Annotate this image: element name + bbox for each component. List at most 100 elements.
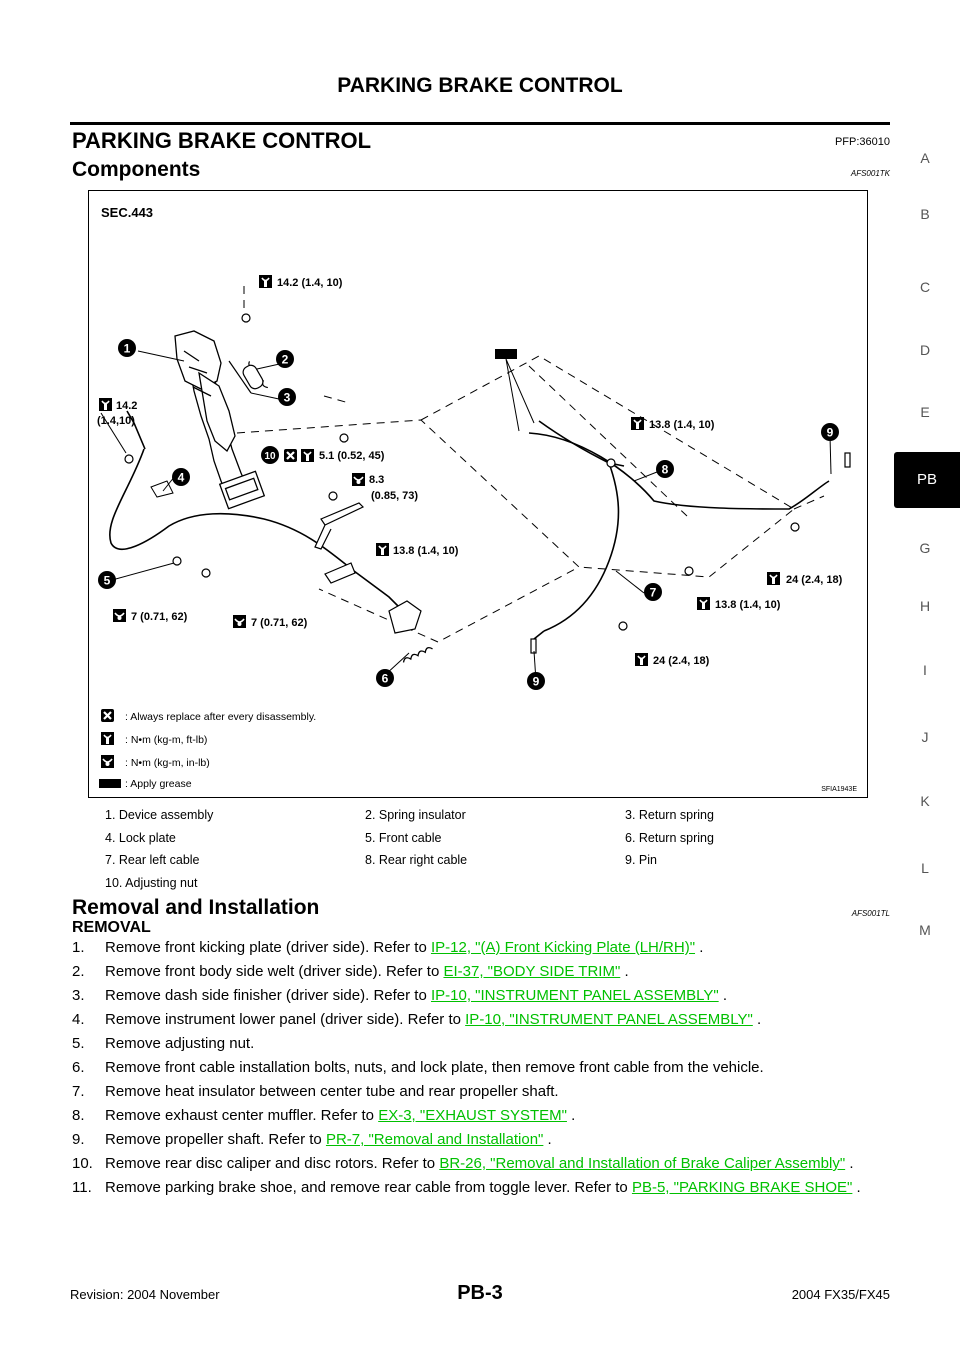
- table-cell: [608, 872, 868, 895]
- rear-cables-drawing: [528, 420, 830, 640]
- step-6: 6.Remove front cable installation bolts,…: [72, 1059, 764, 1076]
- callout-9b: 9: [533, 675, 540, 689]
- step-11: 11.Remove parking brake shoe, and remove…: [72, 1179, 861, 1196]
- table-row: 10. Adjusting nut: [88, 872, 868, 895]
- tab-k[interactable]: K: [920, 793, 930, 809]
- return-spring-6: [402, 646, 433, 663]
- dashed-outline: [236, 286, 825, 643]
- parking-brake-diagram: SEC.443: [97, 205, 857, 793]
- table-cell: [348, 872, 608, 895]
- torque-t8: 13.8 (1.4, 10): [715, 599, 781, 611]
- reference-link[interactable]: EI-37, "BODY SIDE TRIM": [443, 963, 621, 980]
- step-2: 2.Remove front body side welt (driver si…: [72, 963, 629, 980]
- reference-link[interactable]: IP-10, "INSTRUMENT PANEL ASSEMBLY": [430, 987, 719, 1004]
- torque-t1: 14.2 (1.4, 10): [277, 277, 343, 289]
- torque-t11: 7 (0.71, 62): [251, 617, 308, 629]
- removal-subtitle: REMOVAL: [72, 919, 151, 936]
- equalizer-drawing: [324, 562, 422, 634]
- reference-link[interactable]: EX-3, "EXHAUST SYSTEM": [378, 1107, 567, 1124]
- callout-1: 1: [124, 342, 131, 356]
- components-title: Components: [72, 158, 201, 181]
- table-cell: 1. Device assembly: [105, 808, 214, 823]
- table-row: 1. Device assembly 2. Spring insulator 3…: [88, 804, 868, 827]
- tab-b[interactable]: B: [920, 206, 930, 222]
- parts-table: 1. Device assembly 2. Spring insulator 3…: [88, 804, 868, 894]
- torque-t4b: (0.85, 73): [371, 490, 418, 502]
- legend-item-4: : Apply grease: [125, 778, 192, 790]
- bracket-drawing: [314, 502, 365, 550]
- torque-labels: 14.2 (1.4, 10) 14.2 (1.4,10) 5.1 (0.52, …: [97, 274, 843, 667]
- leader-lines: [100, 350, 832, 682]
- table-cell: 7. Rear left cable: [105, 853, 200, 868]
- sec-label: SEC.443: [101, 205, 153, 220]
- table-cell: 9. Pin: [625, 853, 657, 868]
- footer-page-number: PB-3: [457, 1282, 503, 1304]
- torque-t2a: 14.2: [116, 400, 137, 412]
- pfp-code: PFP:36010: [834, 136, 890, 148]
- callout-6: 6: [382, 672, 389, 686]
- tab-a[interactable]: A: [920, 150, 930, 166]
- torque-t9: 24 (2.4, 18): [653, 655, 710, 667]
- tab-g[interactable]: G: [919, 540, 931, 556]
- step-3: 3.Remove dash side finisher (driver side…: [72, 987, 727, 1004]
- torque-t7: 24 (2.4, 18): [786, 574, 843, 586]
- step-10: 10.Remove rear disc caliper and disc rot…: [72, 1155, 854, 1172]
- reference-link[interactable]: IP-10, "INSTRUMENT PANEL ASSEMBLY": [465, 1011, 753, 1028]
- callouts: 1 2 3 4 5 6 7 8 9 9 10: [98, 339, 839, 690]
- removal-steps: 1.Remove front kicking plate (driver sid…: [72, 938, 890, 1202]
- reference-link[interactable]: IP-12, "(A) Front Kicking Plate (LH/RH)": [430, 939, 696, 956]
- front-cable-drawing: [109, 410, 402, 610]
- legend-item-2: : N•m (kg-m, ft-lb): [125, 734, 207, 746]
- tab-pb[interactable]: PB: [894, 452, 960, 508]
- removal-installation-code: AFS001TL: [851, 909, 890, 918]
- table-cell: 4. Lock plate: [105, 830, 176, 845]
- step-7: 7.Remove heat insulator between center t…: [72, 1083, 559, 1100]
- footer-model: 2004 FX35/FX45: [791, 1287, 890, 1302]
- table-row: 7. Rear left cable 8. Rear right cable 9…: [88, 849, 868, 872]
- callout-7: 7: [650, 586, 657, 600]
- torque-t4a: 8.3: [369, 474, 384, 486]
- torque-t2b: (1.4,10): [97, 415, 135, 427]
- components-figure: SEC.443: [88, 190, 868, 798]
- callout-8: 8: [662, 463, 669, 477]
- table-cell: 2. Spring insulator: [365, 808, 466, 823]
- tab-i[interactable]: I: [923, 662, 927, 678]
- device-assembly-drawing: [174, 330, 266, 510]
- table-cell: 6. Return spring: [625, 830, 714, 845]
- section-title: PARKING BRAKE CONTROL: [72, 128, 372, 153]
- components-code: AFS001TK: [850, 169, 890, 178]
- tab-m[interactable]: M: [919, 922, 931, 938]
- reference-link[interactable]: BR-26, "Removal and Installation of Brak…: [439, 1155, 846, 1172]
- tab-c[interactable]: C: [919, 279, 931, 295]
- footer-revision: Revision: 2004 November: [70, 1287, 220, 1302]
- step-5: 5.Remove adjusting nut.: [72, 1035, 255, 1052]
- callout-3: 3: [284, 391, 291, 405]
- tab-d[interactable]: D: [919, 342, 931, 358]
- step-9: 9.Remove propeller shaft. Refer to PR-7,…: [72, 1131, 552, 1148]
- figure-legend: : Always replace after every disassembly…: [99, 707, 316, 790]
- torque-t5: 13.8 (1.4, 10): [393, 545, 459, 557]
- table-cell: 5. Front cable: [365, 830, 442, 845]
- torque-t3: 5.1 (0.52, 45): [319, 450, 385, 462]
- figure-id: SFIA1943E: [821, 786, 857, 793]
- return-spring-drawing: [228, 360, 268, 394]
- grease-icon: [495, 349, 517, 359]
- reference-link[interactable]: PR-7, "Removal and Installation": [325, 1131, 544, 1148]
- tab-h[interactable]: H: [919, 598, 931, 614]
- torque-t6: 13.8 (1.4, 10): [649, 419, 715, 431]
- step-4: 4.Remove instrument lower panel (driver …: [72, 1011, 762, 1028]
- table-cell: 3. Return spring: [625, 808, 714, 823]
- tab-l[interactable]: L: [921, 860, 929, 876]
- step-1: 1.Remove front kicking plate (driver sid…: [72, 939, 704, 956]
- callout-2: 2: [282, 353, 289, 367]
- tab-e[interactable]: E: [920, 404, 930, 420]
- reference-link[interactable]: PB-5, "PARKING BRAKE SHOE": [631, 1179, 853, 1196]
- table-row: 4. Lock plate 5. Front cable 6. Return s…: [88, 827, 868, 850]
- grease-legend-icon: [99, 779, 121, 788]
- bolts: [124, 313, 851, 654]
- callout-9a: 9: [827, 426, 834, 440]
- tab-j[interactable]: J: [921, 729, 929, 745]
- legend-item-1: : Always replace after every disassembly…: [125, 711, 316, 723]
- callout-4: 4: [178, 471, 185, 485]
- table-cell: 10. Adjusting nut: [105, 875, 198, 890]
